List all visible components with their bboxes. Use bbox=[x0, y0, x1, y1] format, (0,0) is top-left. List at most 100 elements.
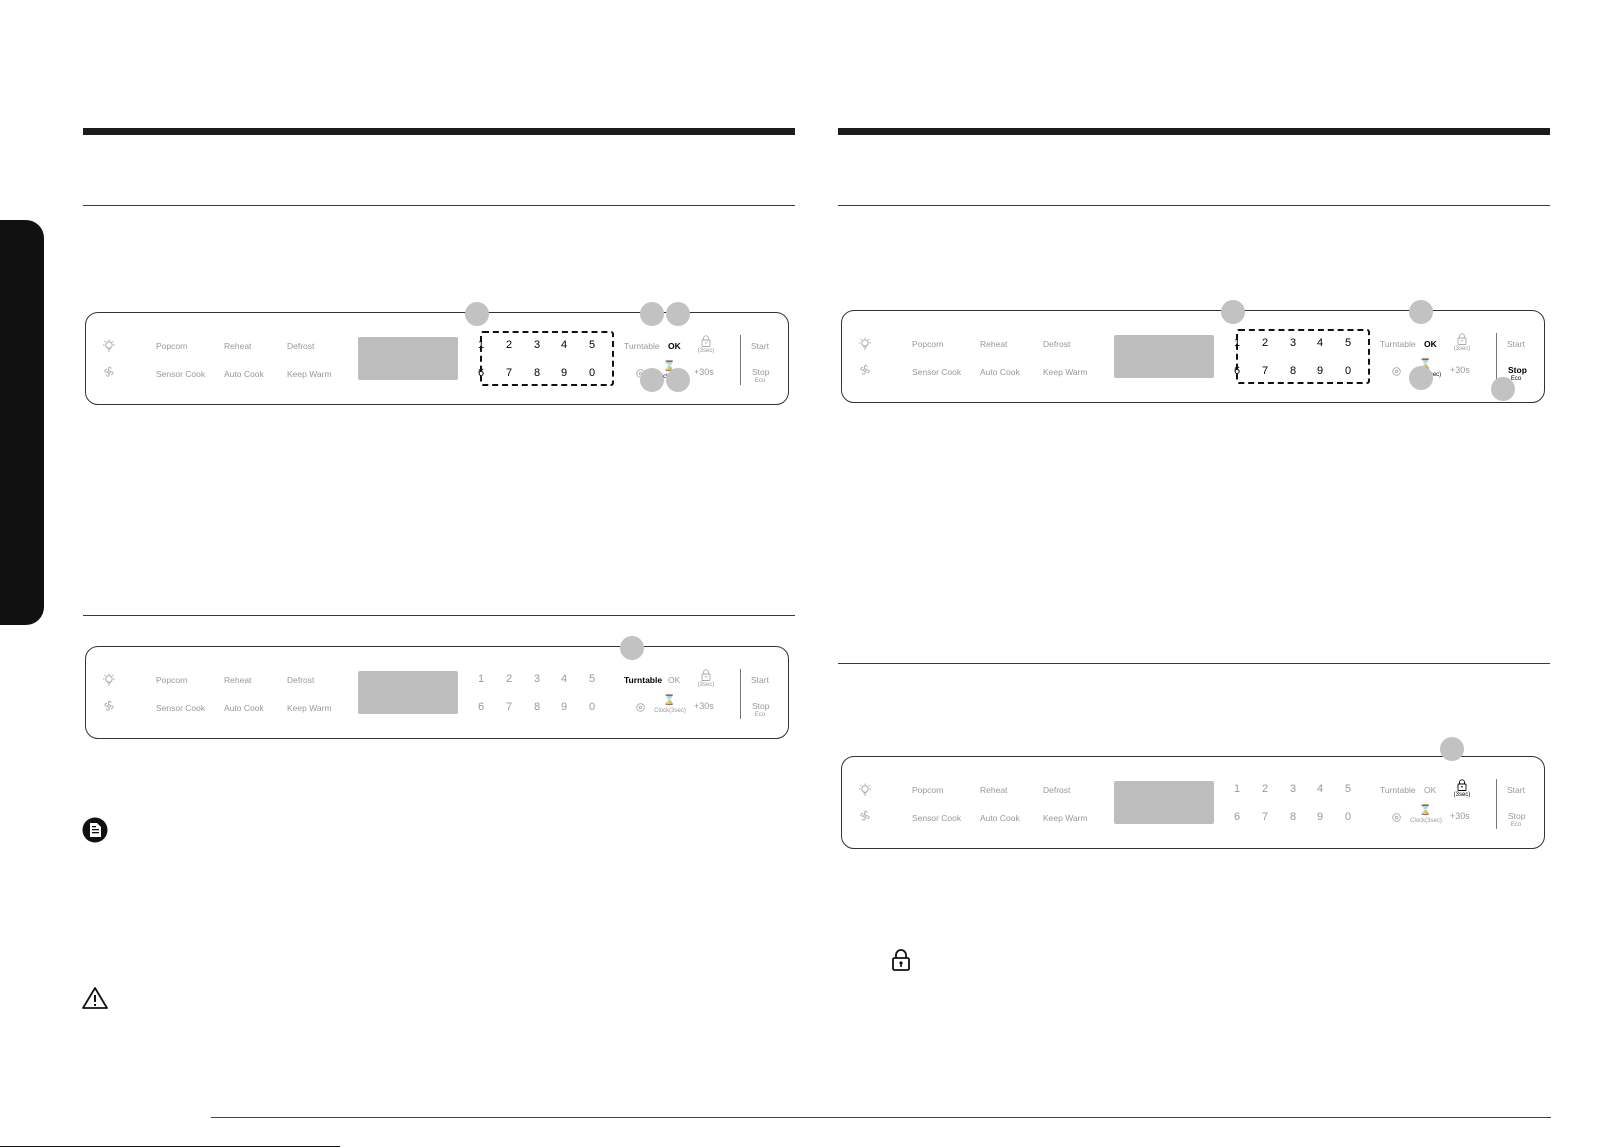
mode-label-defrost: Defrost bbox=[287, 675, 315, 685]
number-key-5: 5 bbox=[588, 673, 596, 685]
light-icon bbox=[858, 337, 872, 351]
lock-key-icon bbox=[701, 668, 711, 681]
eco-label: Eco bbox=[754, 378, 766, 384]
mode-label-popcorn: Popcorn bbox=[156, 341, 188, 351]
mode-label-defrost: Defrost bbox=[1043, 339, 1071, 349]
number-key-2: 2 bbox=[1261, 783, 1269, 795]
mode-label-keep-warm: Keep Warm bbox=[1043, 367, 1088, 377]
number-key-4: 4 bbox=[1316, 337, 1324, 349]
callout-marker bbox=[666, 302, 690, 326]
mode-label-keep-warm: Keep Warm bbox=[287, 703, 332, 713]
stop-key: Stop bbox=[752, 367, 770, 377]
number-key-5: 5 bbox=[1344, 783, 1352, 795]
number-key-7: 7 bbox=[505, 701, 513, 713]
display-window bbox=[1114, 335, 1214, 378]
display-window bbox=[1114, 781, 1214, 824]
callout-marker bbox=[465, 302, 489, 326]
callout-marker bbox=[1491, 377, 1515, 401]
number-key-7: 7 bbox=[1261, 365, 1269, 377]
fan-icon bbox=[102, 699, 116, 713]
number-key-9: 9 bbox=[560, 367, 568, 379]
mode-label-popcorn: Popcorn bbox=[156, 675, 188, 685]
number-key-4: 4 bbox=[1316, 783, 1324, 795]
number-key-1: 1 bbox=[1233, 783, 1241, 795]
right-section-rule-2 bbox=[838, 663, 1550, 664]
ok-key: OK bbox=[1424, 339, 1437, 349]
eco-label: Eco bbox=[1510, 376, 1522, 382]
settings-gear-icon bbox=[1391, 810, 1402, 822]
section-side-tab bbox=[0, 220, 44, 625]
hourglass-icon: ⌛ bbox=[663, 361, 676, 372]
number-key-9: 9 bbox=[560, 701, 568, 713]
ok-key: OK bbox=[1424, 785, 1437, 795]
light-icon bbox=[102, 339, 116, 353]
number-key-4: 4 bbox=[560, 673, 568, 685]
mode-label-reheat: Reheat bbox=[224, 675, 252, 685]
lock-key-label: (3sec) bbox=[1453, 792, 1471, 798]
display-window bbox=[358, 337, 458, 380]
turntable-key: Turntable bbox=[624, 675, 663, 685]
light-icon bbox=[102, 673, 116, 687]
turntable-key: Turntable bbox=[1380, 339, 1416, 349]
callout-marker bbox=[1409, 366, 1433, 390]
start-key: Start bbox=[1507, 339, 1525, 349]
number-key-0: 0 bbox=[588, 367, 596, 379]
left-section-rule-2 bbox=[83, 615, 795, 616]
left-section-rule-1 bbox=[83, 205, 795, 206]
number-key-7: 7 bbox=[505, 367, 513, 379]
callout-marker bbox=[620, 636, 644, 660]
number-key-7: 7 bbox=[1261, 811, 1269, 823]
lock-key-label: (3sec) bbox=[697, 682, 715, 688]
callout-marker bbox=[1440, 737, 1464, 761]
mode-label-reheat: Reheat bbox=[980, 785, 1008, 795]
mode-label-sensor-cook: Sensor Cook bbox=[156, 369, 206, 379]
display-window bbox=[358, 671, 458, 714]
lock-key-icon bbox=[1457, 778, 1467, 791]
mode-label-sensor-cook: Sensor Cook bbox=[156, 703, 206, 713]
callout-marker bbox=[1221, 300, 1245, 324]
number-key-5: 5 bbox=[1344, 337, 1352, 349]
number-key-0: 0 bbox=[1344, 811, 1352, 823]
lock-key-icon bbox=[701, 334, 711, 347]
lock-key-label: (3sec) bbox=[697, 348, 715, 354]
lock-icon bbox=[892, 949, 910, 971]
fan-icon bbox=[858, 363, 872, 377]
stop-key: Stop bbox=[1508, 365, 1527, 375]
start-key: Start bbox=[751, 675, 769, 685]
mode-label-keep-warm: Keep Warm bbox=[1043, 813, 1088, 823]
eco-label: Eco bbox=[1510, 822, 1522, 828]
start-key: Start bbox=[751, 341, 769, 351]
fan-icon bbox=[102, 365, 116, 379]
plus30-key: +30s bbox=[694, 367, 714, 377]
hourglass-icon: ⌛ bbox=[1419, 359, 1432, 370]
caution-icon bbox=[82, 987, 108, 1009]
number-key-3: 3 bbox=[533, 673, 541, 685]
number-key-0: 0 bbox=[588, 701, 596, 713]
number-key-9: 9 bbox=[1316, 365, 1324, 377]
hourglass-icon: ⌛ bbox=[663, 695, 676, 706]
number-key-2: 2 bbox=[505, 673, 513, 685]
callout-marker bbox=[666, 368, 690, 392]
clock-key-label: Clock(3sec) bbox=[1410, 818, 1442, 824]
hourglass-icon: ⌛ bbox=[1419, 805, 1432, 816]
number-key-4: 4 bbox=[560, 339, 568, 351]
callout-marker bbox=[640, 368, 664, 392]
number-key-8: 8 bbox=[533, 701, 541, 713]
panel-divider bbox=[740, 669, 741, 719]
left-header-bar bbox=[83, 128, 795, 135]
right-section-rule-1 bbox=[838, 205, 1550, 206]
turntable-key: Turntable bbox=[624, 341, 660, 351]
mode-label-auto-cook: Auto Cook bbox=[224, 703, 264, 713]
number-key-0: 0 bbox=[1344, 365, 1352, 377]
number-key-8: 8 bbox=[533, 367, 541, 379]
light-icon bbox=[858, 783, 872, 797]
number-key-6: 6 bbox=[1233, 811, 1241, 823]
mode-label-reheat: Reheat bbox=[224, 341, 252, 351]
turntable-key: Turntable bbox=[1380, 785, 1416, 795]
mode-label-popcorn: Popcorn bbox=[912, 785, 944, 795]
number-key-3: 3 bbox=[533, 339, 541, 351]
mode-label-sensor-cook: Sensor Cook bbox=[912, 813, 962, 823]
fan-icon bbox=[858, 809, 872, 823]
callout-marker bbox=[640, 302, 664, 326]
